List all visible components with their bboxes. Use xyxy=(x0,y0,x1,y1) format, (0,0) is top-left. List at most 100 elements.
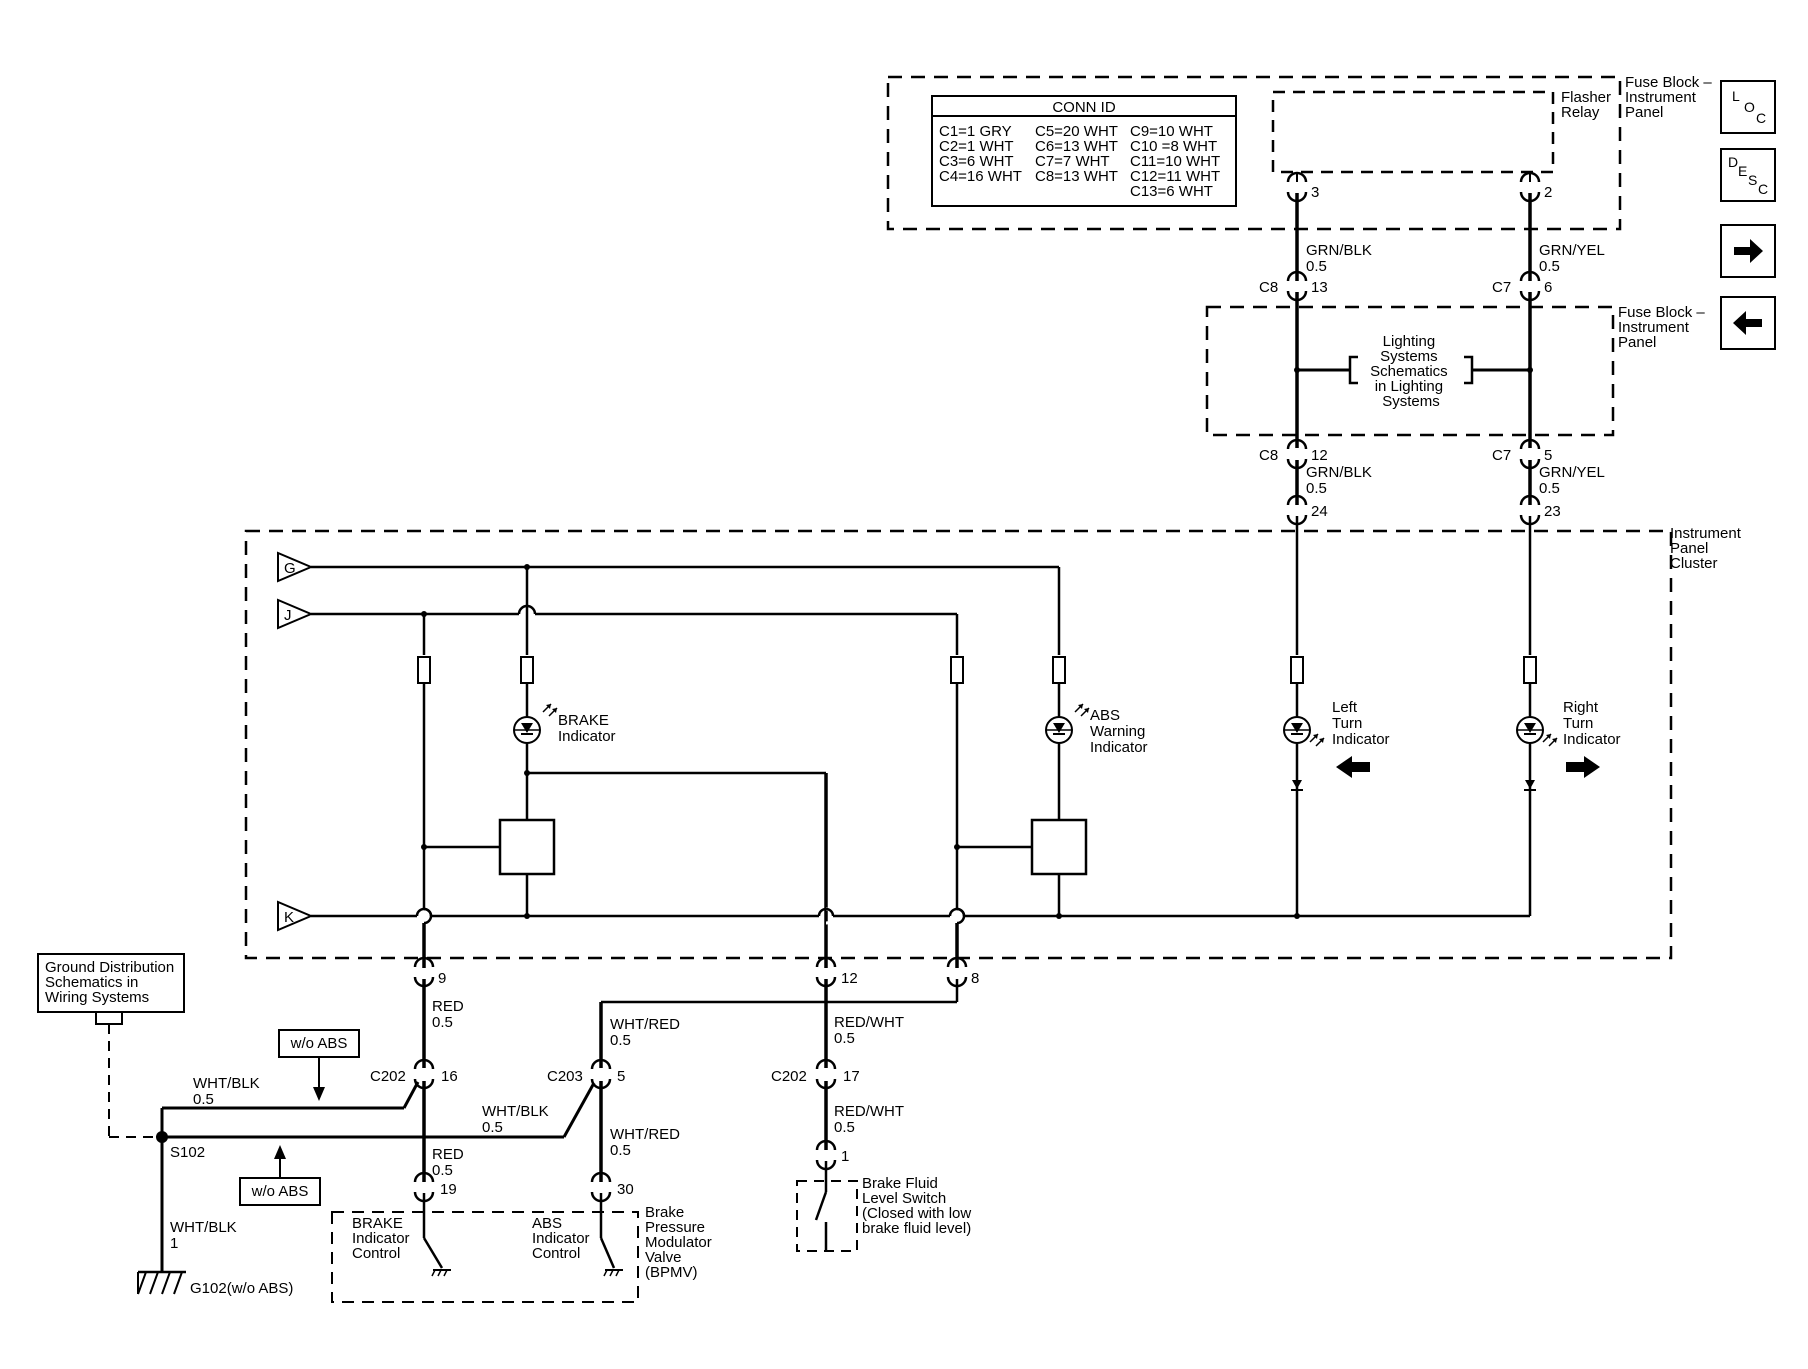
conn-id-row: C10 =8 WHT xyxy=(1130,138,1217,155)
wire-label-grn-blk: GRN/BLK 0.5 xyxy=(1306,464,1376,497)
conn-id-row: C9=10 WHT xyxy=(1130,123,1213,140)
conn-id-row: C7=7 WHT xyxy=(1035,153,1110,170)
right-turn-indicator-label: Right Turn Indicator xyxy=(1563,699,1621,748)
abs-driver-module xyxy=(1030,818,1088,876)
pin-label: 13 xyxy=(1311,279,1328,296)
wire-label-red-wht: RED/WHT 0.5 xyxy=(834,1103,908,1136)
wire-label-wht-red: WHT/RED 0.5 xyxy=(610,1016,684,1049)
right-turn-indicator-bulb xyxy=(1516,716,1544,744)
pin-label: 19 xyxy=(440,1181,457,1198)
connector-id: C203 xyxy=(547,1068,583,1085)
connector-id: C202 xyxy=(771,1068,807,1085)
ground-icon xyxy=(431,1269,452,1277)
conn-id-table xyxy=(931,95,1237,207)
option-callout-label: w/o ABS xyxy=(251,1183,309,1200)
pin-label: 5 xyxy=(617,1068,625,1085)
bus-g-tag xyxy=(277,551,314,583)
fuse-left-turn xyxy=(1290,656,1304,684)
conn-id-row: C3=6 WHT xyxy=(939,153,1014,170)
desc-letter: C xyxy=(1758,181,1769,197)
conn-id-row: C6=13 WHT xyxy=(1035,138,1118,155)
arrow-left-icon xyxy=(1733,311,1762,335)
bus-k-tag xyxy=(277,900,314,932)
flasher-relay-box xyxy=(1271,90,1555,174)
ground-label: G102(w/o ABS) xyxy=(190,1280,293,1297)
bus-g-label: G xyxy=(284,560,296,577)
conn-id-row: C11=10 WHT xyxy=(1130,153,1220,170)
pin-label: 8 xyxy=(971,970,979,987)
flasher-relay-label: Flasher Relay xyxy=(1561,89,1615,121)
bus-k-label: K xyxy=(284,909,294,926)
left-turn-indicator-bulb xyxy=(1283,716,1311,744)
fuse-block-top-label: Fuse Block – Instrument Panel xyxy=(1625,74,1716,121)
fuse-block-top-box xyxy=(886,75,1622,231)
light-rays-icon xyxy=(1309,733,1325,747)
desc-letter: E xyxy=(1738,163,1748,179)
fuse-right-turn xyxy=(1523,656,1537,684)
pin-label: 16 xyxy=(441,1068,458,1085)
fuse-block-mid-label: Fuse Block – Instrument Panel xyxy=(1618,304,1709,351)
wire-label-red: RED 0.5 xyxy=(432,998,468,1031)
cluster-label: Instrument Panel Cluster xyxy=(1670,525,1745,572)
arrow-left-icon xyxy=(1336,756,1370,778)
lighting-ref-label: Lighting Systems Schematics in Lighting … xyxy=(1370,333,1452,410)
conn-id-row: C8=13 WHT xyxy=(1035,168,1118,185)
loc-letter: C xyxy=(1756,110,1767,126)
fuse-brake-1 xyxy=(417,656,431,684)
bus-j-tag xyxy=(277,598,314,630)
conn-id-row: C5=20 WHT xyxy=(1035,123,1118,140)
pin-label: 6 xyxy=(1544,279,1552,296)
wire-label-wht-blk: WHT/BLK 1 xyxy=(170,1219,241,1252)
loc-button[interactable]: L O C xyxy=(1720,80,1776,134)
forward-button[interactable] xyxy=(1720,224,1776,278)
conn-id-title: CONN ID xyxy=(1052,99,1116,116)
back-button[interactable] xyxy=(1720,296,1776,350)
loc-letter: O xyxy=(1744,99,1755,115)
splice-label: S102 xyxy=(170,1144,205,1161)
fuse-abs-1 xyxy=(950,656,964,684)
wire-label-wht-blk: WHT/BLK 0.5 xyxy=(482,1103,553,1136)
wire-label-grn-yel: GRN/YEL 0.5 xyxy=(1539,464,1608,497)
pin-label: 2 xyxy=(1544,184,1552,201)
fuse-block-mid-box xyxy=(1205,305,1615,437)
light-rays-icon xyxy=(1542,733,1558,747)
conn-id-row: C13=6 WHT xyxy=(1130,183,1213,200)
abs-indicator-bulb xyxy=(1045,716,1073,744)
fuse-brake-2 xyxy=(520,656,534,684)
desc-button[interactable]: D E S C xyxy=(1720,148,1776,202)
pin-label: 1 xyxy=(841,1148,849,1165)
desc-letter: S xyxy=(1748,172,1758,188)
cluster-box xyxy=(244,529,1673,960)
arrow-right-icon xyxy=(1734,239,1763,263)
abs-indicator-control-label: ABS Indicator Control xyxy=(532,1215,594,1262)
wire-label-wht-red: WHT/RED 0.5 xyxy=(610,1126,684,1159)
arrow-right-icon xyxy=(1566,756,1600,778)
arrow-down-icon xyxy=(313,1087,325,1101)
pin-label: 30 xyxy=(617,1181,634,1198)
option-callout-label: w/o ABS xyxy=(290,1035,348,1052)
conn-id-row: C2=1 WHT xyxy=(939,138,1014,155)
wire-label-red-wht: RED/WHT 0.5 xyxy=(834,1014,908,1047)
wire-label-wht-blk: WHT/BLK 0.5 xyxy=(193,1075,264,1108)
connector-id: C8 xyxy=(1259,279,1278,296)
conn-id-row: C4=16 WHT xyxy=(939,168,1022,185)
wire-label-red: RED 0.5 xyxy=(432,1146,468,1179)
pin-label: 3 xyxy=(1311,184,1319,201)
connector-id: C202 xyxy=(370,1068,406,1085)
pin-label: 5 xyxy=(1544,447,1552,464)
pin-label: 12 xyxy=(1311,447,1328,464)
brake-fluid-switch-label: Brake Fluid Level Switch (Closed with lo… xyxy=(862,1175,975,1237)
connector-id: C7 xyxy=(1492,447,1511,464)
left-turn-indicator-label: Left Turn Indicator xyxy=(1332,699,1390,748)
pin-label: 17 xyxy=(843,1068,860,1085)
connector-id: C8 xyxy=(1259,447,1278,464)
pin-label: 9 xyxy=(438,970,446,987)
conn-id-row: C12=11 WHT xyxy=(1130,168,1220,185)
bpmv-label: Brake Pressure Modulator Valve (BPMV) xyxy=(645,1204,716,1281)
ground-distribution-label: Ground Distribution Schematics in Wiring… xyxy=(45,959,178,1006)
bpmv-box xyxy=(331,1211,639,1303)
pin-label: 23 xyxy=(1544,503,1561,520)
wire-label-grn-yel: GRN/YEL 0.5 xyxy=(1539,242,1608,275)
bus-j-label: J xyxy=(284,607,292,624)
ground-distribution-box xyxy=(37,953,185,1013)
